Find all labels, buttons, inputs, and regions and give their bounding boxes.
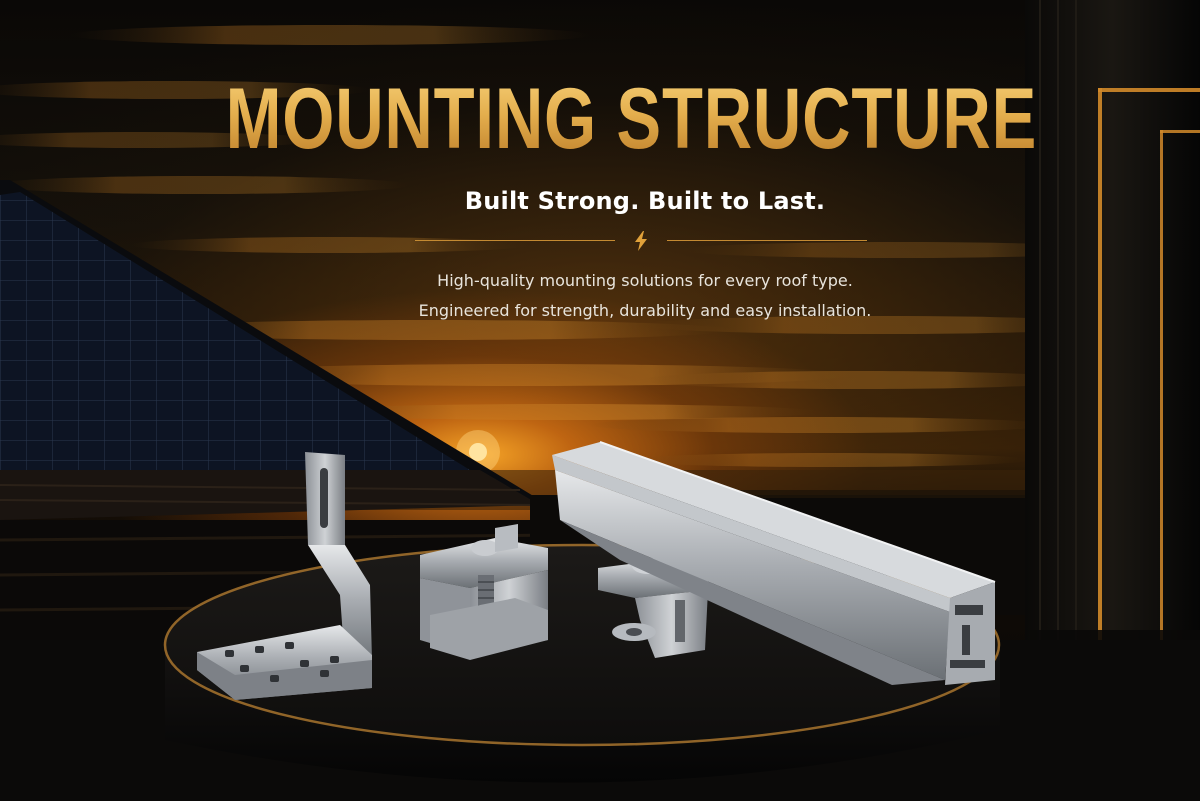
aluminium-rail <box>552 441 996 685</box>
description-line-1: High-quality mounting solutions for ever… <box>437 271 853 290</box>
lightning-bolt-icon <box>635 231 647 251</box>
page-title: MOUNTING STRUCTURE <box>142 70 1078 169</box>
tagline: Built Strong. Built to Last. <box>464 187 826 215</box>
roof-hook-bracket <box>197 452 372 700</box>
description-line-2: Engineered for strength, durability and … <box>418 301 872 320</box>
divider-line-right <box>667 240 867 241</box>
mid-clamp <box>420 524 548 660</box>
divider-line-left <box>415 240 615 241</box>
description: High-quality mounting solutions for ever… <box>0 266 1200 326</box>
title-divider <box>415 228 867 254</box>
